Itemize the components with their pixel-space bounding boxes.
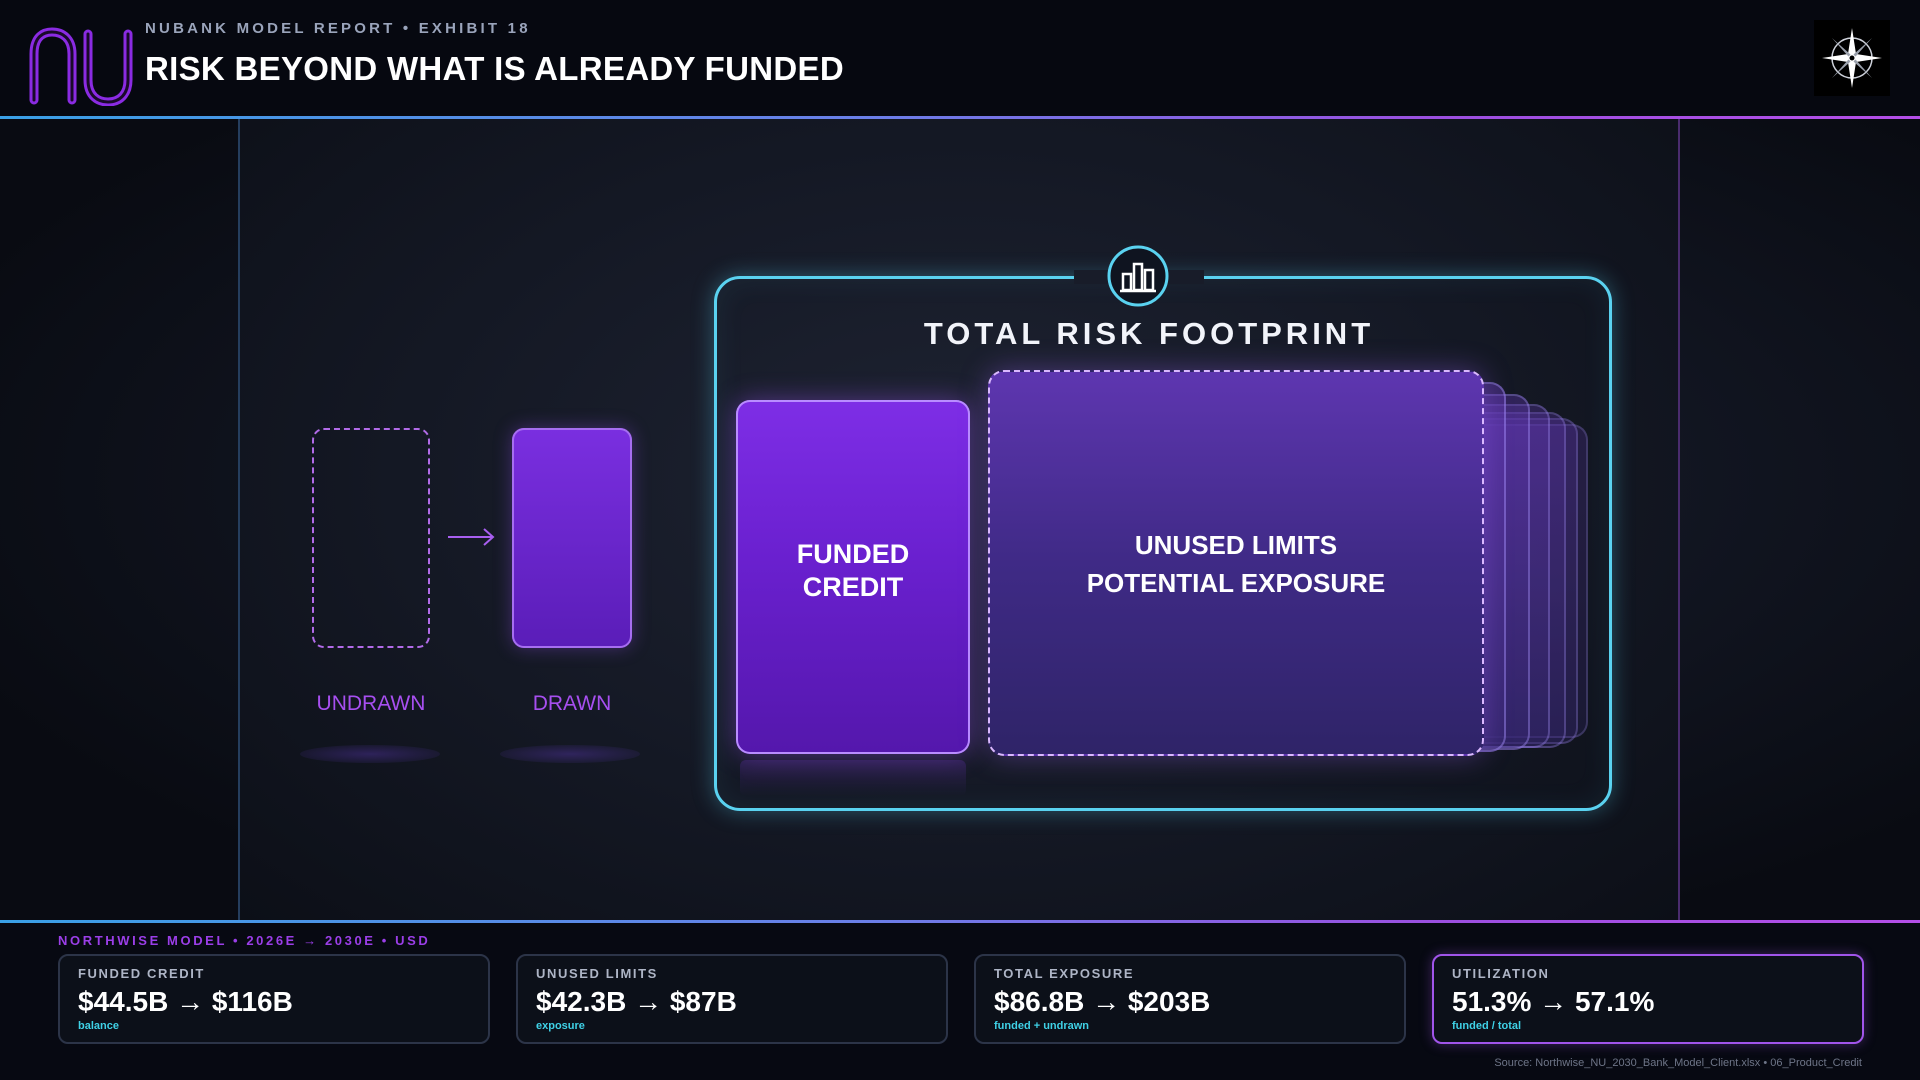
kpi-sublabel: exposure (536, 1020, 585, 1032)
kpi-sublabel: funded / total (1452, 1020, 1522, 1032)
kpi-label: FUNDED CREDIT (78, 966, 205, 981)
funded-credit-card (736, 400, 970, 754)
header-bar: NUBANK MODEL REPORT • EXHIBIT 18 RISK BE… (0, 0, 1920, 118)
funded-label-line1: FUNDED (796, 539, 910, 569)
kpi-card-unused-limits: UNUSED LIMITS $42.3B → $87B exposure (516, 954, 948, 1044)
kpi-sublabel: funded + undrawn (994, 1020, 1090, 1032)
nu-logo (29, 27, 133, 106)
undrawn-label: UNDRAWN (316, 692, 426, 715)
undrawn-card (312, 428, 430, 648)
page-title: RISK BEYOND WHAT IS ALREADY FUNDED (145, 50, 844, 87)
drawn-shadow (500, 745, 640, 763)
drawn-card (512, 428, 632, 648)
kpi-value: $86.8B → $203B (994, 986, 1211, 1017)
unused-limits-label: UNUSED LIMITS POTENTIAL EXPOSURE (988, 526, 1484, 602)
kpi-card-utilization: UTILIZATION 51.3% → 57.1% funded / total (1432, 954, 1864, 1044)
undrawn-shadow (300, 745, 440, 763)
model-label: NORTHWISE MODEL • 2026E → 2030E • USD (58, 933, 431, 948)
funded-credit-label: FUNDED CREDIT (736, 538, 970, 604)
bar-chart-icon (1107, 245, 1169, 307)
compass-rose-icon (1814, 20, 1890, 96)
kpi-sublabel: balance (78, 1020, 119, 1032)
kpi-label: UNUSED LIMITS (536, 966, 658, 981)
kpi-value: 51.3% → 57.1% (1452, 986, 1655, 1017)
unused-label-line2: POTENTIAL EXPOSURE (1086, 568, 1386, 598)
kpi-value: $44.5B → $116B (78, 986, 293, 1017)
unused-limits-card (988, 370, 1484, 756)
funded-label-line2: CREDIT (802, 572, 904, 602)
arrow-right-icon (448, 528, 495, 546)
header-divider (0, 116, 1920, 119)
footer-divider (0, 920, 1920, 923)
funded-reflection (740, 760, 966, 796)
kpi-label: TOTAL EXPOSURE (994, 966, 1135, 981)
kpi-value: $42.3B → $87B (536, 986, 737, 1017)
report-eyebrow: NUBANK MODEL REPORT • EXHIBIT 18 (145, 20, 531, 37)
kpi-card-total-exposure: TOTAL EXPOSURE $86.8B → $203B funded + u… (974, 954, 1406, 1044)
drawn-label: DRAWN (532, 692, 612, 715)
frame-title: TOTAL RISK FOOTPRINT (923, 316, 1375, 351)
kpi-card-funded-credit: FUNDED CREDIT $44.5B → $116B balance (58, 954, 490, 1044)
unused-label-line1: UNUSED LIMITS (1134, 530, 1338, 560)
source-note: Source: Northwise_NU_2030_Bank_Model_Cli… (1494, 1057, 1862, 1069)
kpi-label: UTILIZATION (1452, 966, 1550, 981)
